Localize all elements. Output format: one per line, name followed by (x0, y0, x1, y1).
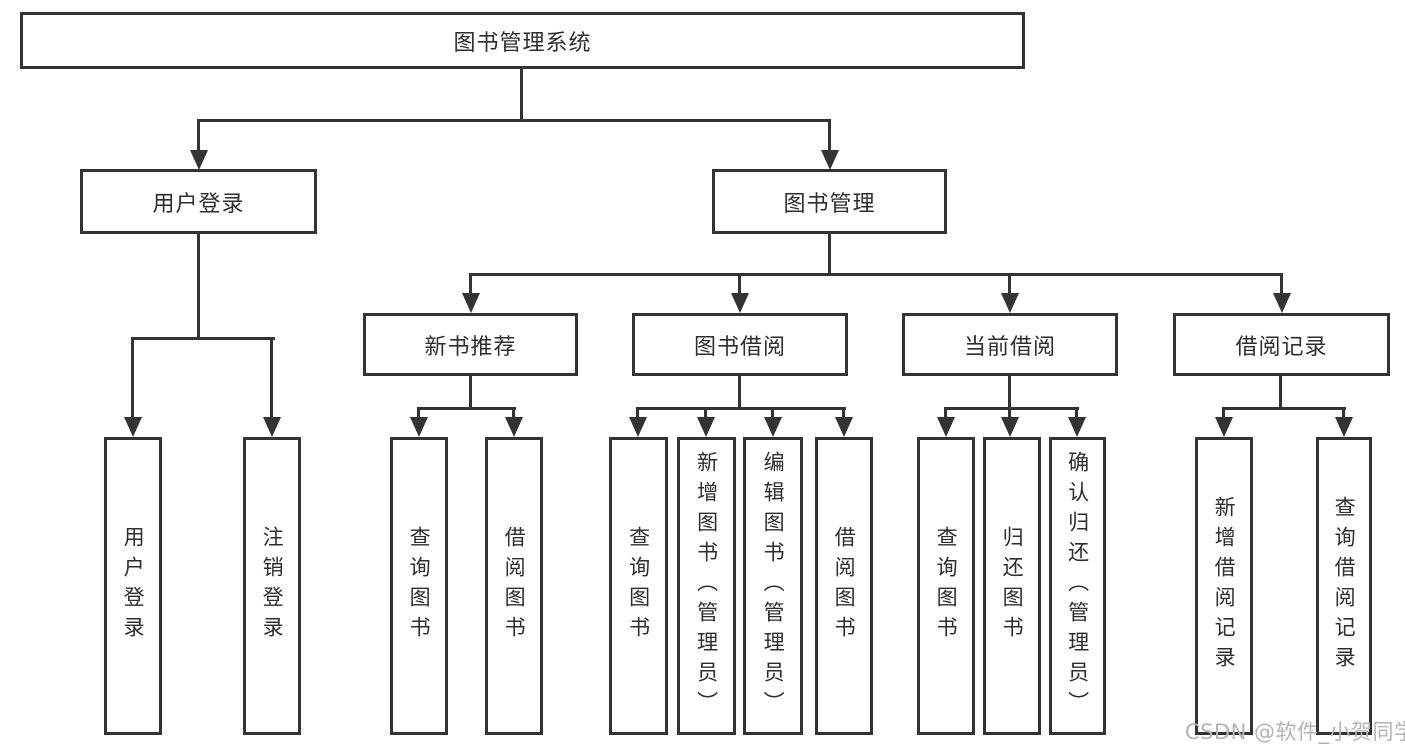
arrowhead-down (410, 417, 428, 437)
connector-line (1075, 407, 1078, 420)
leaf-label: 用户登录 (121, 526, 146, 646)
leaf-label: 查询图书 (626, 526, 651, 646)
node-new-book-recommend: 新书推荐 (363, 313, 578, 376)
connector-line (944, 407, 947, 420)
connector-line (197, 119, 200, 152)
node-book-borrow: 图书借阅 (632, 313, 848, 376)
arrowhead-down (697, 417, 715, 437)
leaf-label: 借阅图书 (502, 526, 527, 646)
connector-line (828, 232, 831, 275)
connector-line (1222, 407, 1225, 420)
arrowhead-down (505, 417, 523, 437)
arrowhead-down (1273, 293, 1291, 313)
connector-line (1279, 374, 1282, 410)
connector-line (512, 407, 515, 420)
leaf-borrow-books-2: 借阅图书 (815, 437, 873, 735)
connector-line (1008, 374, 1011, 410)
leaf-label: 确认归还（管理员） (1065, 451, 1090, 721)
watermark: CSDN @软件_小贺同学 (1185, 720, 1405, 744)
leaf-add-borrow-record: 新增借阅记录 (1195, 437, 1253, 735)
connector-line (1342, 407, 1345, 420)
leaf-label: 新增借阅记录 (1212, 496, 1237, 676)
leaf-query-books-1: 查询图书 (390, 437, 448, 735)
leaf-label: 查询借阅记录 (1332, 496, 1357, 676)
arrowhead-down (1335, 417, 1353, 437)
node-root: 图书管理系统 (20, 12, 1025, 69)
node-borrow-records-label: 借阅记录 (1235, 334, 1328, 360)
connector-line (842, 407, 845, 420)
connector-line (469, 273, 472, 296)
connector-line (1008, 273, 1011, 296)
connector-line (636, 407, 846, 410)
connector-line (417, 407, 420, 420)
arrowhead-down (1001, 293, 1019, 313)
leaf-query-books-3: 查询图书 (917, 437, 975, 735)
connector-line (738, 374, 741, 410)
leaf-return-books: 归还图书 (983, 437, 1041, 735)
arrowhead-down (629, 417, 647, 437)
arrowhead-down (263, 417, 281, 437)
leaf-label: 编辑图书（管理员） (761, 451, 786, 721)
arrowhead-down (835, 417, 853, 437)
connector-line (944, 407, 1079, 410)
node-book-borrow-label: 图书借阅 (693, 334, 786, 360)
node-current-borrow: 当前借阅 (902, 313, 1118, 376)
leaf-add-books-admin: 新增图书（管理员） (677, 437, 736, 735)
connector-line (197, 119, 831, 122)
leaf-borrow-books-1: 借阅图书 (485, 437, 543, 735)
node-user-login: 用户登录 (80, 169, 317, 234)
leaf-label: 借阅图书 (832, 526, 857, 646)
leaf-edit-books-admin: 编辑图书（管理员） (743, 437, 803, 735)
arrowhead-down (1001, 417, 1019, 437)
connector-line (131, 337, 134, 420)
connector-line (1008, 407, 1011, 420)
connector-line (270, 337, 273, 420)
node-borrow-records: 借阅记录 (1173, 313, 1390, 376)
leaf-query-borrow-record: 查询借阅记录 (1316, 437, 1372, 735)
arrowhead-down (462, 293, 480, 313)
arrowhead-down (937, 417, 955, 437)
leaf-confirm-return-admin: 确认归还（管理员） (1049, 437, 1106, 735)
leaf-user-login: 用户登录 (104, 437, 162, 735)
connector-line (469, 273, 1283, 276)
leaf-label: 查询图书 (934, 526, 959, 646)
leaf-label: 新增图书（管理员） (694, 451, 719, 721)
node-root-label: 图书管理系统 (453, 30, 592, 56)
node-book-management: 图书管理 (712, 169, 947, 234)
node-user-login-label: 用户登录 (152, 191, 245, 217)
connector-line (520, 67, 523, 121)
arrowhead-down (731, 293, 749, 313)
arrowhead-down (1215, 417, 1233, 437)
connector-line (771, 407, 774, 420)
arrowhead-down (821, 150, 839, 170)
connector-line (704, 407, 707, 420)
leaf-query-books-2: 查询图书 (609, 437, 668, 735)
leaf-label: 归还图书 (1000, 526, 1025, 646)
leaf-label: 查询图书 (407, 526, 432, 646)
connector-line (417, 407, 516, 410)
connector-line (636, 407, 639, 420)
leaf-logout: 注销登录 (243, 437, 301, 735)
node-book-management-label: 图书管理 (783, 191, 876, 217)
connector-line (131, 337, 275, 340)
connector-line (828, 119, 831, 152)
connector-line (738, 273, 741, 296)
leaf-label: 注销登录 (260, 526, 285, 646)
connector-line (1280, 273, 1283, 296)
connector-line (469, 374, 472, 410)
arrowhead-down (764, 417, 782, 437)
connector-line (1222, 407, 1346, 410)
arrowhead-down (190, 150, 208, 170)
arrowhead-down (1068, 417, 1086, 437)
connector-line (197, 231, 200, 340)
node-new-book-recommend-label: 新书推荐 (424, 334, 517, 360)
node-current-borrow-label: 当前借阅 (963, 334, 1056, 360)
arrowhead-down (124, 417, 142, 437)
